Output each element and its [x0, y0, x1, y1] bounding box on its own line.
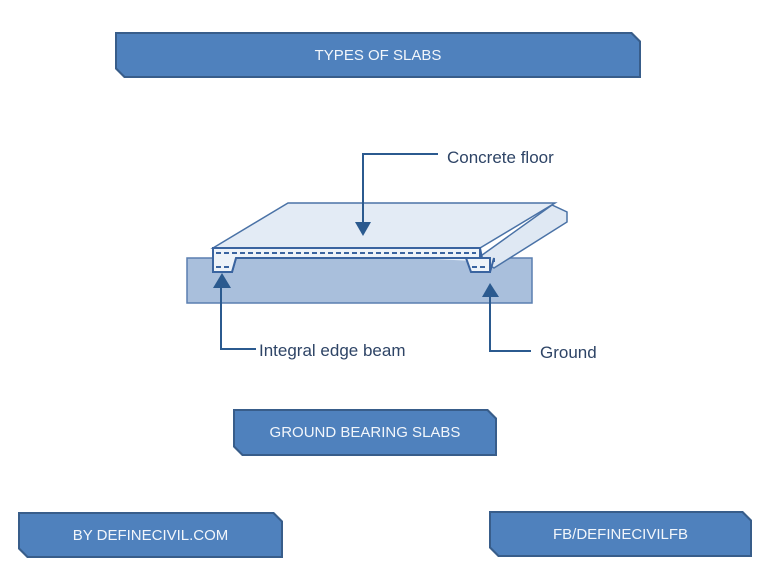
- edge-beam-left: [212, 247, 481, 273]
- label-concrete-floor: Concrete floor: [447, 148, 554, 167]
- arrow-down-icon: [355, 222, 371, 236]
- label-ground: Ground: [540, 343, 597, 362]
- concrete-floor-leader: [362, 153, 438, 222]
- footer-left-text: BY DEFINECIVIL.COM: [72, 526, 229, 544]
- footer-right-banner: FB/DEFINECIVILFB: [489, 511, 752, 557]
- subtitle-banner: GROUND BEARING SLABS: [233, 409, 497, 456]
- title-text: TYPES OF SLABS: [314, 46, 442, 64]
- footer-right-text: FB/DEFINECIVILFB: [552, 525, 689, 543]
- title-banner: TYPES OF SLABS: [115, 32, 641, 78]
- edge-beam-right: [464, 257, 491, 273]
- ground-leader: [489, 295, 531, 352]
- footer-left-banner: BY DEFINECIVIL.COM: [18, 512, 283, 558]
- arrow-up-icon: [213, 273, 231, 288]
- subtitle-text: GROUND BEARING SLABS: [269, 424, 461, 441]
- label-integral-edge-beam: Integral edge beam: [259, 341, 406, 360]
- edge-beam-leader: [220, 285, 256, 350]
- arrow-up-icon: [482, 283, 499, 297]
